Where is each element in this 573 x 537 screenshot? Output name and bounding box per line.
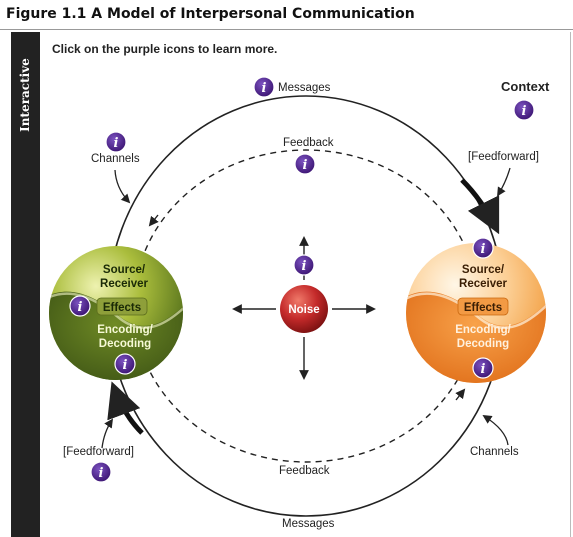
svg-text:i: i [78,300,83,315]
info-icon-feedforward-bottom[interactable]: i [90,461,112,483]
svg-text:i: i [481,362,486,377]
right-decoding-label: Decoding [457,338,509,350]
left-effects-box [96,297,148,316]
right-border [570,32,571,537]
feedforward-pointer-bottom [101,418,114,449]
instruction-text: Click on the purple icons to learn more. [52,42,278,56]
svg-text:i: i [99,466,104,481]
messages-bottom-label: Messages [282,518,335,530]
feedforward-arc-top [460,178,500,235]
svg-text:i: i [522,104,527,119]
feedback-top-label: Feedback [283,137,334,149]
title-divider [0,29,573,30]
interactive-label: Interactive [18,58,32,132]
interactive-side-bar [11,32,40,537]
info-icon-context[interactable]: i [513,99,535,121]
svg-text:i: i [262,81,267,96]
noise-label: Noise [288,304,319,316]
channels-pointer-right [482,415,509,446]
info-icon-feedback-top[interactable]: i [294,153,316,175]
info-icon-left-effects[interactable]: i [69,295,91,317]
info-icon-channels-left[interactable]: i [105,131,127,153]
info-icon-noise[interactable]: i [293,254,315,276]
info-icon-right-decoding[interactable]: i [472,357,494,379]
svg-text:i: i [302,259,307,274]
feedforward-top-label: [Feedforward] [468,151,539,163]
figure-title: Figure 1.1 A Model of Interpersonal Comm… [6,6,415,22]
right-encoding-label: Encoding/ [455,324,511,336]
info-icon-messages[interactable]: i [253,76,275,98]
info-icon-left-decoding[interactable]: i [114,353,136,375]
left-effects-label: Effects [103,302,141,314]
right-effects-box [457,297,509,316]
messages-top-label: Messages [278,82,331,94]
feedback-bottom-label: Feedback [279,465,330,477]
channels-pointer-left [114,169,131,204]
right-receiver-label: Receiver [459,278,507,290]
svg-text:i: i [303,158,308,173]
feedback-arrow-right [455,388,466,401]
channels-left-label: Channels [91,153,140,165]
left-decoding-label: Decoding [99,338,151,350]
left-encoding-label: Encoding/ [97,324,153,336]
feedforward-pointer-top [497,167,511,197]
feedforward-arc-bottom [107,381,144,435]
communication-model-diagram: Source/ Receiver Effects Encoding/ Decod… [49,76,550,530]
noise-sphere [280,285,328,333]
info-icon-right-source[interactable]: i [472,237,494,259]
svg-text:i: i [114,136,119,151]
context-label: Context [501,79,550,94]
right-effects-label: Effects [464,302,502,314]
feedforward-bottom-label: [Feedforward] [63,446,134,458]
right-source-receiver-label: Source/ [462,264,505,276]
left-receiver-label: Receiver [100,278,148,290]
svg-text:i: i [123,358,128,373]
svg-text:i: i [481,242,486,257]
feedback-arrow-left [148,214,159,227]
left-source-receiver-label: Source/ [103,264,146,276]
channels-right-label: Channels [470,446,519,458]
